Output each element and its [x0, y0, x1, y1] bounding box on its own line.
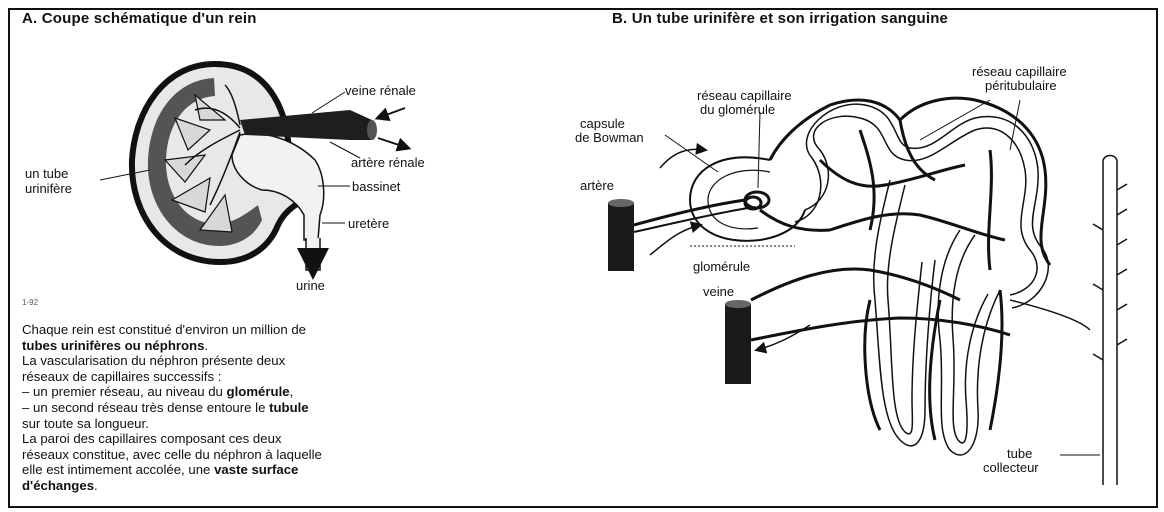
label-reseau-peri-2: péritubulaire	[985, 78, 1057, 93]
label-veine: veine	[703, 284, 734, 299]
tubule	[794, 103, 1091, 456]
label-urine: urine	[296, 278, 325, 293]
text-line: sur toute sa longueur.	[22, 415, 149, 431]
glomerulus-knot	[743, 190, 771, 211]
label-reseau-peri-1: réseau capillaire	[972, 64, 1067, 79]
kidney-pyramids	[163, 93, 233, 233]
label-tube-line1: un tube	[25, 166, 68, 181]
text-line: d'échanges.	[22, 477, 98, 493]
collecting-duct	[1092, 154, 1128, 485]
label-reseau-glom-1: réseau capillaire	[697, 88, 792, 103]
renal-vessel	[240, 110, 372, 140]
text-line: réseaux constitue, avec celle du néphron…	[22, 446, 322, 462]
text-line: tubes urinifères ou néphrons.	[22, 337, 209, 353]
text-line: La vascularisation du néphron présente d…	[22, 353, 286, 369]
artery-cylinder	[608, 203, 634, 271]
text-line: – un premier réseau, au niveau du glomér…	[22, 384, 294, 400]
vein-cylinder	[725, 304, 751, 384]
label-tube-coll-2: collecteur	[983, 460, 1039, 475]
label-tube-line2: urinifère	[25, 181, 72, 196]
label-veine-renale: veine rénale	[345, 83, 416, 98]
peritubular-network	[750, 96, 1052, 441]
label-tube-coll-1: tube	[1007, 446, 1032, 461]
text-line: La paroi des capillaires composant ces d…	[22, 431, 282, 447]
text-line: – un second réseau très dense entoure le…	[22, 399, 309, 415]
text-line: elle est intimement accolée, une vaste s…	[22, 462, 299, 478]
label-capsule-1: capsule	[580, 116, 625, 131]
text-line: réseaux de capillaires successifs :	[22, 368, 222, 384]
figure-reference: 1-92	[22, 298, 39, 307]
explanation-paragraph: Chaque rein est constitué d'environ un m…	[22, 322, 432, 494]
label-glomerule: glomérule	[693, 259, 750, 274]
label-artere-renale: artère rénale	[351, 155, 425, 170]
label-reseau-glom-2: du glomérule	[700, 102, 775, 117]
label-uretere: uretère	[348, 216, 389, 231]
text-line: Chaque rein est constitué d'environ un m…	[22, 322, 307, 337]
nephron-drawing	[608, 96, 1128, 485]
label-bassinet: bassinet	[352, 179, 401, 194]
label-artere: artère	[580, 178, 614, 193]
kidney-drawing	[99, 60, 412, 280]
label-capsule-2: de Bowman	[575, 130, 644, 145]
panel-a-title: A. Coupe schématique d'un rein	[22, 10, 257, 27]
panel-b-title: B. Un tube urinifère et son irrigation s…	[612, 10, 949, 27]
